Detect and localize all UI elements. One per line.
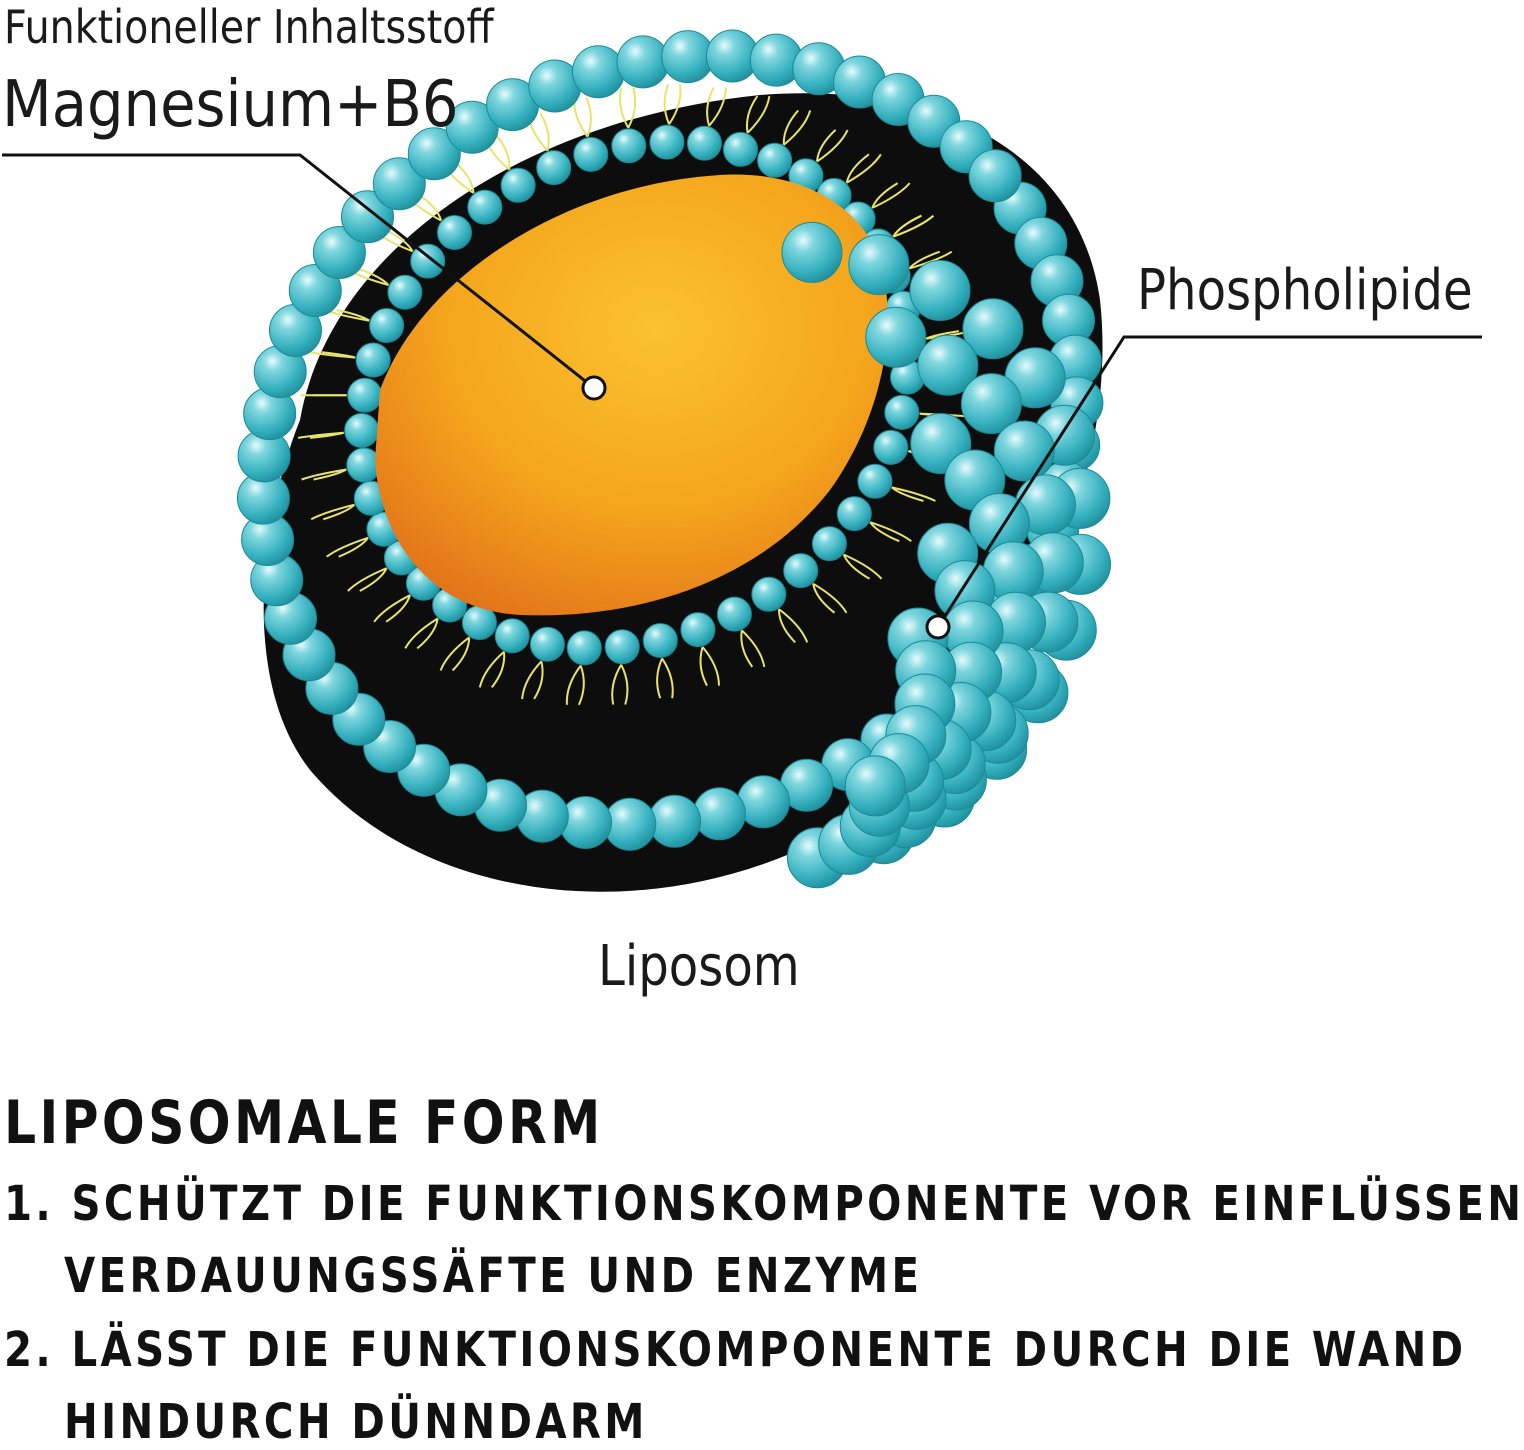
phospholipid-head — [681, 613, 715, 647]
phospholipid-head — [348, 378, 382, 412]
phospholipid-head — [724, 132, 758, 166]
lipid-tail — [586, 97, 591, 136]
phospholipid-head — [752, 577, 786, 611]
phospholipid-head — [411, 244, 445, 278]
section-heading: LIPOSOMALE FORM — [4, 1088, 604, 1158]
phospholipid-head — [849, 235, 909, 295]
phospholipid-head — [567, 631, 601, 665]
phospholipid-head — [345, 414, 379, 448]
phospholipid-head — [617, 36, 669, 88]
phospholipid-head — [388, 275, 422, 309]
phospholipid-head — [605, 630, 639, 664]
phospholipid-head — [468, 190, 502, 224]
phospholipid-head — [837, 497, 871, 531]
phospholipid-head — [537, 151, 571, 185]
liposome-diagram — [0, 0, 1500, 1060]
phospholipid-head — [693, 788, 745, 840]
phospholipid-head — [910, 261, 970, 321]
phospholipid-head — [687, 126, 721, 160]
phospholipid-head — [501, 168, 535, 202]
phospholipid-head — [738, 776, 790, 828]
point-2-line-2: HINDURCH DÜNNDARM — [64, 1394, 648, 1450]
phospholipid-head — [812, 527, 846, 561]
phospholipid-head — [370, 309, 404, 343]
phospholipid-head — [530, 627, 564, 661]
phospholipid-head — [356, 343, 390, 377]
phospholipid-head — [845, 756, 905, 816]
phospholipid-head — [758, 143, 792, 177]
phospholipid-head — [572, 46, 624, 98]
ingredient-caption: Funktioneller Inhaltsstoff — [4, 0, 494, 54]
liposom-label: Liposom — [598, 934, 800, 999]
phospholipid-head — [574, 137, 608, 171]
phospholipid-head — [866, 307, 926, 367]
phospholipid-head — [885, 395, 919, 429]
phospholipid-head — [874, 430, 908, 464]
lipid-tail — [574, 97, 587, 136]
phospholipid-head — [438, 216, 472, 250]
point-1-line-2: VERDAUUNGSSÄFTE UND ENZYME — [64, 1248, 922, 1304]
phospholipid-head — [643, 624, 677, 658]
ingredient-name: Magnesium+B6 — [2, 68, 459, 142]
phospholipid-head — [650, 125, 684, 159]
phospholipid-head — [782, 222, 842, 282]
phospholipid-head — [495, 619, 529, 653]
phospholipid-head — [969, 150, 1021, 202]
phospholipide-label: Phospholipide — [1137, 258, 1473, 323]
phospholipid-head — [649, 795, 701, 847]
point-2-line-1: 2. LÄSST DIE FUNKTIONSKOMPONENTE DURCH D… — [4, 1322, 1466, 1378]
phospholipid-head — [784, 554, 818, 588]
point-1-line-1: 1. SCHÜTZT DIE FUNKTIONSKOMPONENTE VOR E… — [4, 1176, 1524, 1232]
phospholipid-head — [858, 464, 892, 498]
phospholipid-head — [612, 129, 646, 163]
phospholipid-head — [717, 597, 751, 631]
